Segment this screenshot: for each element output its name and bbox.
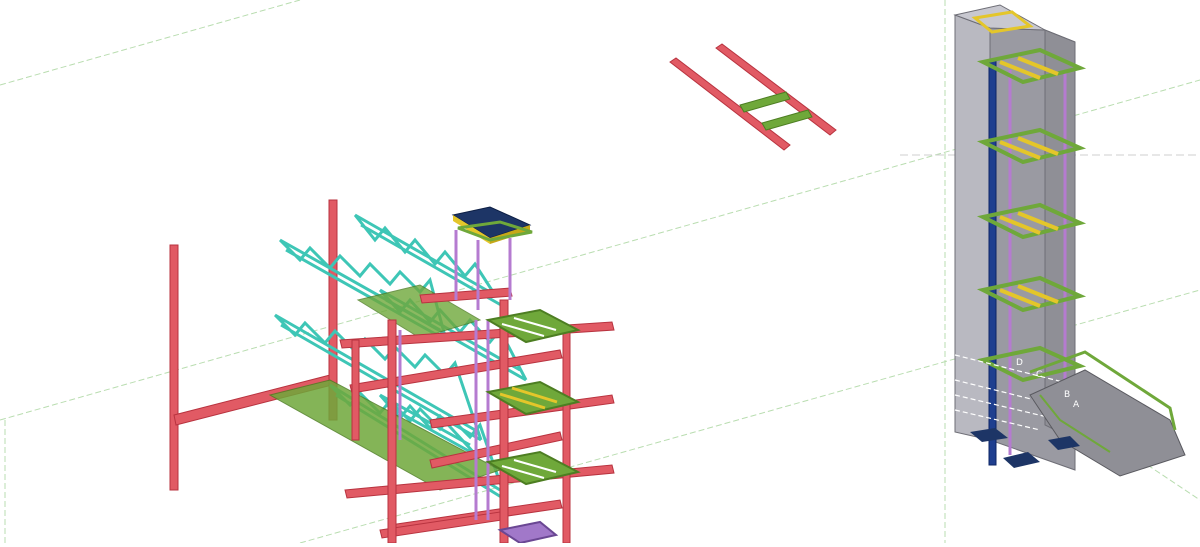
landing-joist [513,459,557,473]
floor-frame[interactable] [976,345,1087,383]
landing-joist [501,323,545,337]
secondary-beam[interactable] [761,109,813,131]
level-line [954,409,1041,431]
floor-joist [1017,284,1059,304]
steel-beam[interactable] [349,349,563,394]
purple-posts [398,230,512,520]
steel-column[interactable] [387,319,397,544]
floor-joist [1017,211,1059,231]
main-steel-structure[interactable] [169,199,615,545]
floor-frame[interactable] [976,47,1087,85]
roof-plate-assembly[interactable] [451,206,533,244]
grid-label-a: A [1073,400,1080,410]
ramp-railing[interactable] [1029,350,1177,431]
work-plane-line [0,0,301,86]
floor-joist [1017,56,1059,76]
grid-label-d: D [1016,358,1023,368]
landing-frame[interactable] [485,308,581,344]
tower-floor-frames[interactable] [976,47,1087,383]
level-line [954,354,1076,386]
grid-label-c: C [1036,370,1042,380]
floor-joist [999,215,1041,235]
steel-column[interactable] [351,339,360,441]
landing-frame[interactable] [485,380,581,416]
steel-column[interactable] [499,299,509,544]
landing-joist [499,392,546,410]
level-line [954,394,1061,421]
steel-column[interactable] [169,244,179,491]
ramp-railing[interactable] [1039,394,1111,453]
tower-wall-front[interactable] [954,14,991,441]
steel-beam[interactable] [419,287,513,304]
tower-cap-frame[interactable] [971,10,1034,34]
secondary-beam[interactable] [739,91,791,113]
support-frame[interactable] [457,220,533,242]
level-lines [954,354,1076,431]
landing-frame[interactable] [485,450,581,486]
floor-deck[interactable] [356,284,482,339]
landing-joist [513,317,557,331]
stair-landing[interactable] [485,308,581,545]
landing-joist [511,386,558,404]
floor-joist [999,140,1041,160]
floor-frame[interactable] [976,275,1087,313]
footing[interactable] [1048,436,1080,450]
steel-beam[interactable] [429,431,563,469]
floor-joist [999,288,1041,308]
floating-beam-assembly[interactable] [669,43,837,151]
floor-frame[interactable] [976,127,1087,165]
grid-label-b: B [1064,390,1070,400]
footing[interactable] [970,428,1008,442]
level-line [954,379,1076,411]
floor-joist [999,60,1041,80]
landing-frame[interactable] [497,520,559,545]
landing-joist [501,465,545,479]
floor-joist [1017,136,1059,156]
steel-column[interactable] [562,329,571,544]
elevator-tower[interactable]: D C B A [953,4,1186,477]
footing[interactable] [1003,452,1040,468]
floor-frame[interactable] [976,202,1087,240]
steel-beam[interactable] [669,57,791,151]
